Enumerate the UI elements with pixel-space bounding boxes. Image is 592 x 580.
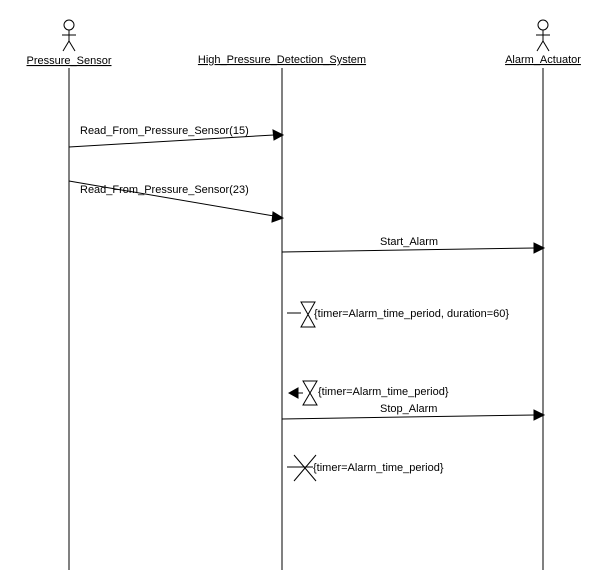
timer-reset[interactable]: {timer=Alarm_time_period} [287, 454, 444, 482]
message-start-alarm[interactable]: Start_Alarm [281, 236, 546, 254]
arrowhead-icon [272, 129, 285, 141]
hourglass-icon [300, 301, 316, 328]
actor-name: Alarm_Actuator [505, 54, 581, 66]
arrowhead-icon [287, 387, 299, 399]
message-read-23[interactable]: Read_From_Pressure_Sensor(23) [68, 180, 285, 223]
actor-name: Pressure_Sensor [27, 55, 112, 67]
stick-figure-icon [62, 19, 76, 52]
stick-figure-icon [536, 19, 550, 52]
timer-label: {timer=Alarm_time_period} [313, 462, 444, 474]
arrowhead-icon [533, 409, 546, 421]
actor-name: High_Pressure_Detection_System [198, 54, 366, 66]
cross-icon [293, 454, 317, 482]
actor-alarm-actuator[interactable]: Alarm_Actuator [505, 19, 581, 66]
arrowhead-icon [533, 242, 546, 254]
message-label: Stop_Alarm [380, 403, 437, 415]
timer-label: {timer=Alarm_time_period} [318, 386, 449, 398]
message-label: Read_From_Pressure_Sensor(15) [80, 125, 249, 137]
message-label: Read_From_Pressure_Sensor(23) [80, 184, 249, 196]
message-read-15[interactable]: Read_From_Pressure_Sensor(15) [68, 125, 285, 148]
timer-timeout[interactable]: {timer=Alarm_time_period} [287, 380, 449, 406]
actor-high-pressure-detection-system[interactable]: High_Pressure_Detection_System [198, 54, 366, 66]
message-stop-alarm[interactable]: Stop_Alarm [281, 403, 546, 421]
actor-pressure-sensor[interactable]: Pressure_Sensor [27, 19, 112, 67]
arrowhead-icon [271, 211, 285, 223]
hourglass-icon [302, 380, 318, 406]
message-label: Start_Alarm [380, 236, 438, 248]
timer-set[interactable]: {timer=Alarm_time_period, duration=60} [287, 301, 509, 328]
timer-label: {timer=Alarm_time_period, duration=60} [314, 308, 509, 320]
